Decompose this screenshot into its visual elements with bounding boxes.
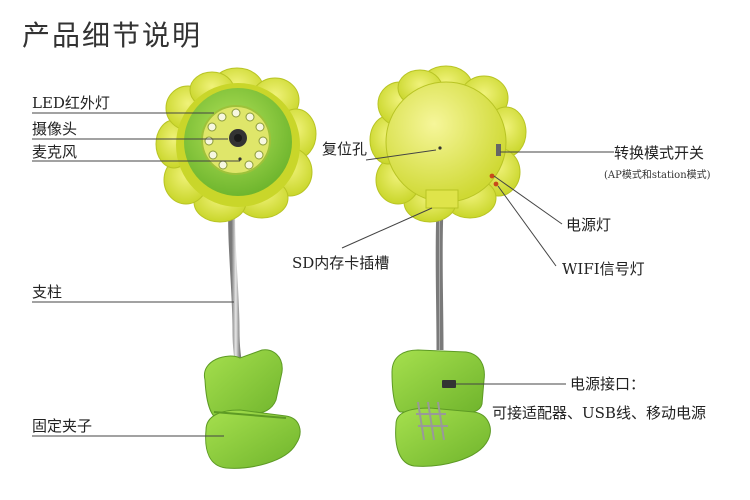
label-power-port: 电源接口：	[570, 375, 646, 393]
label-clip: 固定夹子	[32, 417, 93, 435]
page-title: 产品细节说明	[22, 19, 203, 52]
label-power-port-note: 可接适配器、USB线、移动电源	[492, 404, 706, 422]
label-mic: 麦克风	[32, 143, 78, 161]
label-camera: 摄像头	[32, 120, 78, 138]
power-led-dot	[489, 173, 495, 179]
label-mode-switch-note: (AP模式和station模式)	[604, 170, 711, 181]
ir-led-array	[204, 108, 268, 170]
spring-icon	[416, 401, 448, 441]
back-view-camera	[369, 65, 527, 467]
mode-switch-knob	[496, 144, 501, 156]
back-clip	[391, 349, 491, 467]
label-sd-slot: SD内存卡插槽	[292, 254, 390, 272]
label-mode-switch: 转换模式开关	[614, 144, 705, 162]
reset-hole	[438, 146, 442, 150]
back-housing	[385, 81, 507, 203]
gooseneck-pole-back	[435, 209, 444, 351]
label-stand: 支柱	[32, 283, 63, 301]
label-led: LED红外灯	[32, 94, 110, 112]
label-power-led: 电源灯	[566, 216, 612, 234]
mic-hole	[238, 157, 242, 161]
label-wifi-led: WIFI信号灯	[562, 260, 645, 278]
power-port-icon	[442, 380, 456, 388]
wifi-led-dot	[493, 181, 499, 187]
front-clip	[204, 349, 301, 469]
callout-lines	[32, 112, 614, 437]
sd-slot-housing	[425, 189, 459, 209]
label-reset: 复位孔	[322, 140, 368, 158]
front-view-camera	[155, 67, 317, 469]
gooseneck-pole	[228, 197, 244, 373]
